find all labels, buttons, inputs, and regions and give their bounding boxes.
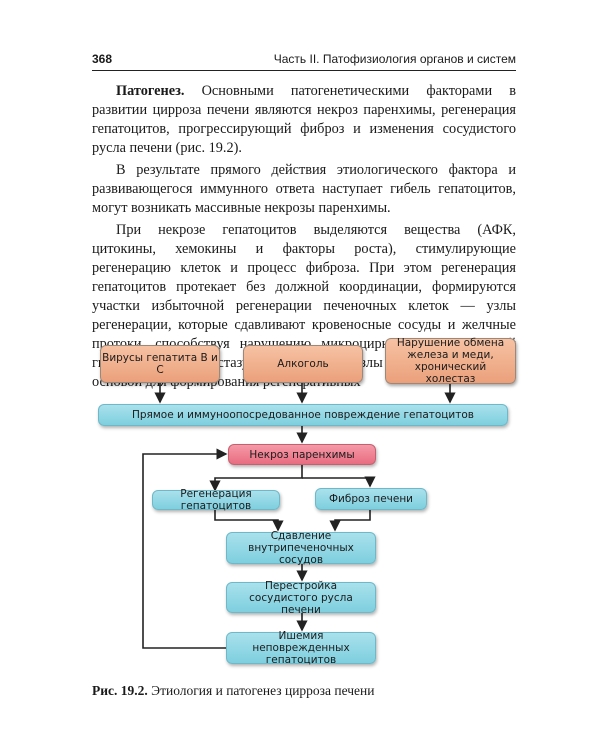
running-header: 368 Часть II. Патофизиология органов и с… xyxy=(92,50,516,71)
figure-19-2-diagram: Вирусы гепатита В и С Алкоголь Нарушение… xyxy=(0,330,600,675)
feedback-loop-arrow xyxy=(142,448,232,649)
box-hepatocyte-damage: Прямое и иммуноопосредованное повреждени… xyxy=(98,404,508,426)
box-metabolic-disorders: Нарушение обмена железа и меди, хроничес… xyxy=(385,337,516,385)
box-ischemia: Ишемия неповрежденных гепатоцитов xyxy=(226,630,376,666)
paragraph-2: В результате прямого действия этиологиче… xyxy=(92,162,516,216)
page-number: 368 xyxy=(92,52,113,66)
chapter-title: Часть II. Патофизиология органов и систе… xyxy=(273,52,516,66)
paragraph-pathogenesis: Патогенез. Основными патогенетическими ф… xyxy=(92,82,516,158)
diagram-connectors xyxy=(142,382,456,649)
arrow-fibrosis-to-compression xyxy=(329,509,371,532)
box-hepatitis-viruses: Вирусы гепатита В и С xyxy=(100,345,220,383)
box-fibrosis: Фиброз печени xyxy=(315,488,427,510)
arrow-regeneration-to-compression xyxy=(214,509,284,532)
box-alcohol: Алкоголь xyxy=(243,345,363,383)
caption-label: Рис. 19.2. xyxy=(92,683,148,698)
box-regeneration: Регенерация гепатоцитов xyxy=(152,488,280,512)
box-vessel-compression: Сдавление внутрипеченочных сосудов xyxy=(226,530,376,566)
figure-caption: Рис. 19.2. Этиология и патогенез цирроза… xyxy=(92,683,375,699)
caption-text: Этиология и патогенез цирроза печени xyxy=(147,683,375,698)
term-pathogenesis: Патогенез. xyxy=(116,83,185,99)
paragraph-1-text: Основными патогенетическими факторами в … xyxy=(92,83,516,156)
necrosis-split-right xyxy=(302,476,376,488)
necrosis-split xyxy=(214,464,303,488)
box-necrosis: Некроз паренхимы xyxy=(228,444,376,465)
box-vascular-restructuring: Перестройка сосудистого русла печени xyxy=(226,580,376,616)
